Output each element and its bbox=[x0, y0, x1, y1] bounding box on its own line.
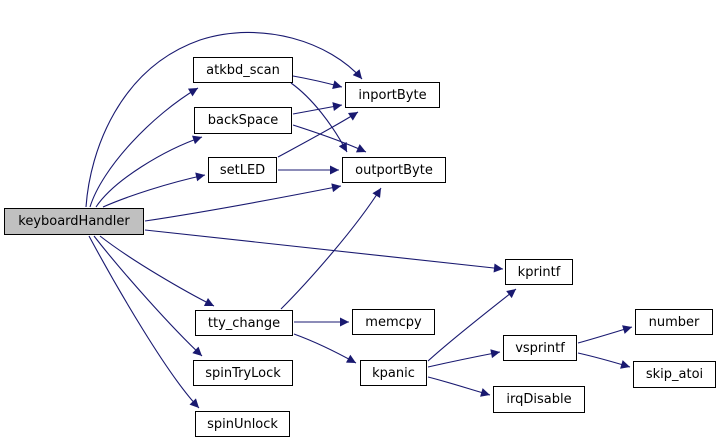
edge-tty_change-to-kpanic bbox=[293, 333, 357, 364]
node-tty_change[interactable]: tty_change bbox=[195, 310, 293, 336]
edge-kpanic-to-irqDisable bbox=[427, 376, 491, 397]
node-irqDisable[interactable]: irqDisable bbox=[493, 386, 585, 413]
edge-keyboardHandler-to-inportByte bbox=[85, 31, 363, 208]
node-skip_atoi[interactable]: skip_atoi bbox=[633, 361, 716, 388]
edge-atkbd_scan-to-outportByte bbox=[290, 82, 348, 153]
edge-vsprintf-to-number bbox=[577, 325, 633, 344]
edge-backSpace-to-inportByte bbox=[292, 102, 343, 115]
edge-keyboardHandler-to-spinTryLock bbox=[93, 235, 203, 357]
node-setLED[interactable]: setLED bbox=[208, 157, 277, 183]
edge-keyboardHandler-to-setLED bbox=[102, 172, 206, 208]
edge-keyboardHandler-to-outportByte bbox=[144, 183, 342, 222]
node-atkbd_scan[interactable]: atkbd_scan bbox=[193, 57, 293, 83]
edge-keyboardHandler-to-backSpace bbox=[95, 135, 203, 208]
node-spinUnlock[interactable]: spinUnlock bbox=[195, 411, 290, 437]
node-vsprintf[interactable]: vsprintf bbox=[503, 335, 577, 361]
edge-keyboardHandler-to-spinUnlock bbox=[88, 235, 200, 409]
node-kprintf[interactable]: kprintf bbox=[505, 259, 573, 285]
node-number[interactable]: number bbox=[635, 309, 713, 335]
edge-keyboardHandler-to-atkbd_scan bbox=[89, 87, 199, 208]
edge-atkbd_scan-to-inportByte bbox=[292, 75, 343, 90]
edge-setLED-to-inportByte bbox=[277, 111, 359, 158]
node-backSpace[interactable]: backSpace bbox=[194, 107, 292, 134]
edge-keyboardHandler-to-tty_change bbox=[99, 235, 215, 307]
edge-keyboardHandler-to-kprintf bbox=[144, 229, 504, 273]
node-memcpy[interactable]: memcpy bbox=[352, 309, 435, 335]
edge-kpanic-to-vsprintf bbox=[427, 349, 501, 368]
edge-backSpace-to-outportByte bbox=[292, 124, 367, 153]
edge-kpanic-to-kprintf bbox=[427, 288, 517, 362]
edge-vsprintf-to-skip_atoi bbox=[577, 352, 631, 369]
node-spinTryLock[interactable]: spinTryLock bbox=[193, 360, 293, 386]
node-kpanic[interactable]: kpanic bbox=[360, 360, 427, 386]
node-keyboardHandler: keyboardHandler bbox=[4, 208, 144, 235]
node-outportByte[interactable]: outportByte bbox=[342, 157, 446, 183]
edge-tty_change-to-outportByte bbox=[280, 187, 382, 310]
node-inportByte[interactable]: inportByte bbox=[345, 82, 440, 108]
